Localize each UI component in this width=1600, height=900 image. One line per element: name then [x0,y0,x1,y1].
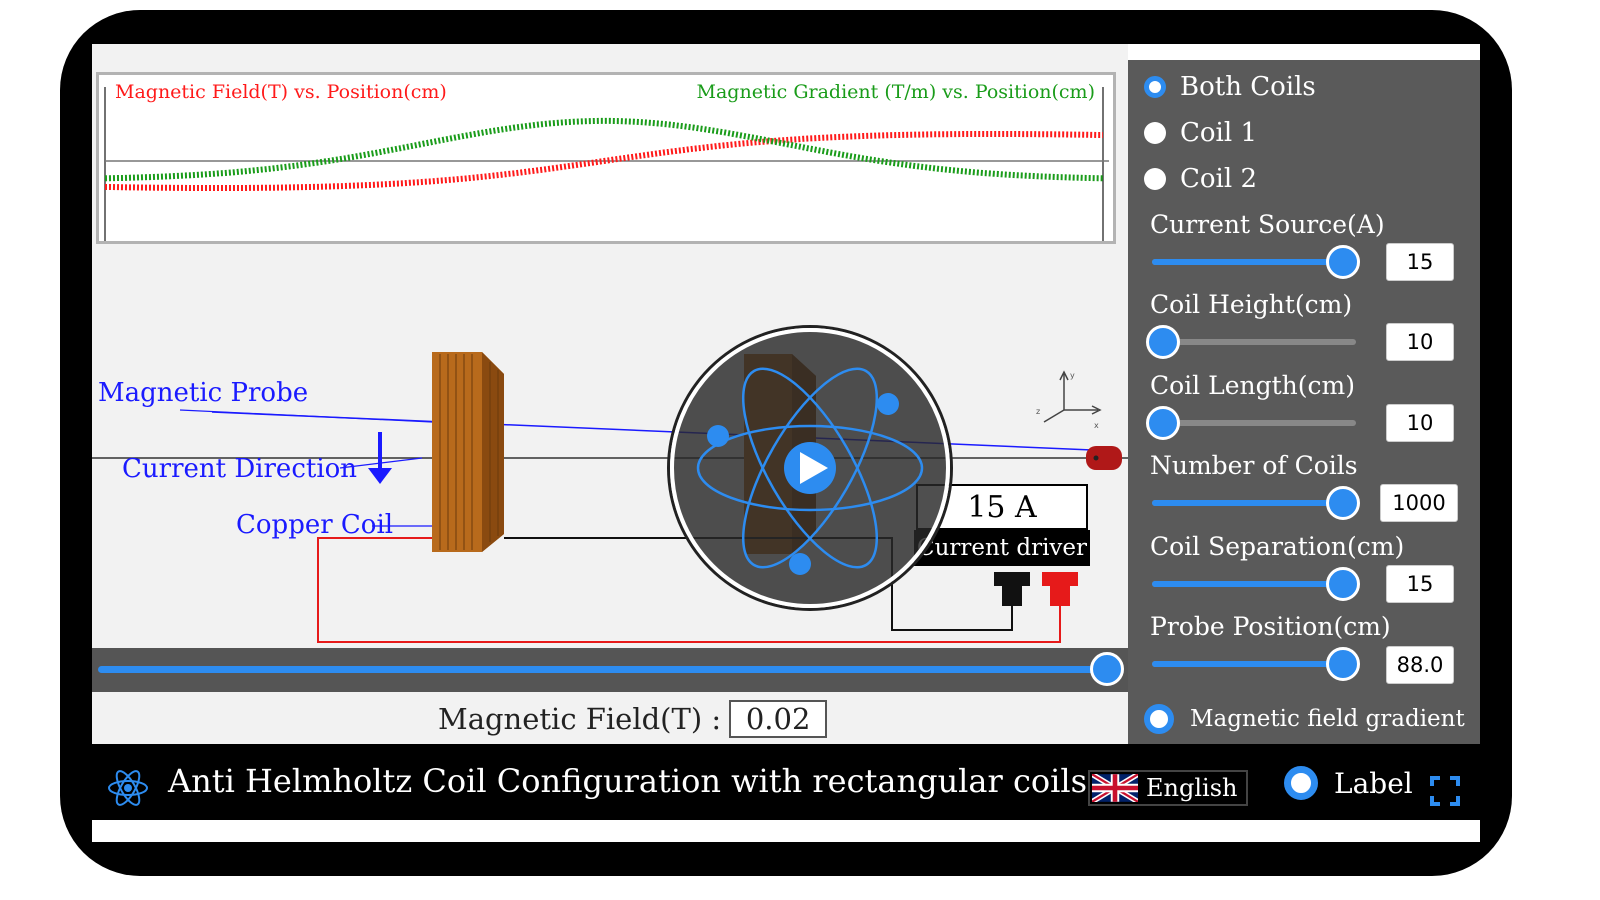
atom-logo-icon [108,770,148,806]
red-wire [317,537,1061,643]
number-of-coils-label: Number of Coils [1150,451,1358,480]
slider-knob[interactable] [1326,647,1360,681]
magnetic-field-readout: Magnetic Field(T) :0.02 [438,700,828,738]
probe-pointer [179,409,433,423]
probe-position-slider[interactable] [1090,652,1124,686]
radio-label: Coil 1 [1180,118,1257,148]
atom-play-icon [696,367,924,575]
axis-label-y: y [1070,371,1075,380]
probe-position-value[interactable]: 88.0 [1386,646,1454,684]
coil-height-label: Coil Height(cm) [1150,290,1353,319]
probe-position-panel-slider[interactable] [1152,647,1360,681]
coil-separation-slider[interactable] [1152,567,1360,601]
axis-label-x: x [1094,421,1099,430]
language-selector[interactable]: English [1088,770,1248,806]
gradient-toggle-label: Magnetic field gradient [1190,706,1465,732]
field-graph-title: Magnetic Field(T) vs. Position(cm) [115,81,447,103]
radio-coil-1[interactable]: Coil 1 [1144,118,1257,148]
axes-gizmo-icon [1043,370,1102,423]
label-radio-indicator[interactable] [1284,766,1318,800]
fullscreen-icon[interactable] [1430,776,1460,806]
field-graph: Magnetic Field(T) vs. Position(cm) Magne… [96,72,1116,244]
coil-length-label: Coil Length(cm) [1150,371,1355,400]
simulation-screen: Magnetic Field(T) vs. Position(cm) Magne… [92,44,1480,842]
radio-indicator[interactable] [1144,168,1166,190]
slider-fill [1152,500,1343,506]
simulation-title: Anti Helmholtz Coil Configuration with r… [168,762,1088,800]
coil-height-value[interactable]: 10 [1386,323,1454,361]
radio-coil-2[interactable]: Coil 2 [1144,164,1257,194]
number-of-coils-value[interactable]: 1000 [1380,484,1458,522]
slider-fill [1152,581,1343,587]
coil-length-value[interactable]: 10 [1386,404,1454,442]
slider-knob[interactable] [1326,486,1360,520]
simulation-area: Magnetic Field(T) vs. Position(cm) Magne… [92,44,1128,744]
magnetic-probe-head[interactable] [1086,446,1122,470]
probe-position-fill [98,666,1110,673]
radio-both-coils[interactable]: Both Coils [1144,72,1316,102]
magnetic-field-value: 0.02 [729,700,828,738]
black-terminal [994,572,1030,606]
red-terminal [1042,572,1078,606]
control-panel: Both Coils Coil 1 Coil 2 Current Source(… [1128,60,1480,744]
current-direction-label: Current Direction [122,454,358,484]
radio-indicator[interactable] [1144,122,1166,144]
coil-separation-label: Coil Separation(cm) [1150,532,1405,561]
radio-label: Coil 2 [1180,164,1257,194]
copper-coil-1 [432,352,504,552]
current-source-value[interactable]: 15 [1386,243,1454,281]
slider-knob[interactable] [1146,406,1180,440]
axis-label-z: z [1036,407,1040,416]
language-label: English [1146,774,1238,802]
radio-indicator[interactable] [1144,76,1166,98]
magnetic-field-label: Magnetic Field(T) : [438,702,722,736]
gradient-radio-indicator[interactable] [1144,704,1174,734]
label-toggle-text: Label [1334,766,1413,800]
current-driver-amperage: 15 A [916,484,1088,530]
probe-position-label: Probe Position(cm) [1150,612,1391,641]
coil-separation-value[interactable]: 15 [1386,565,1454,603]
graph-plot [104,87,1109,241]
magnetic-field-curve [105,131,1103,191]
slider-knob[interactable] [1146,325,1180,359]
slider-knob[interactable] [1326,567,1360,601]
number-of-coils-slider[interactable] [1152,486,1360,520]
coil-length-slider[interactable] [1146,406,1356,440]
uk-flag-icon [1092,774,1138,802]
slider-fill [1152,661,1343,667]
coil-height-slider[interactable] [1146,325,1356,359]
current-source-slider[interactable] [1152,245,1360,279]
radio-label: Both Coils [1180,72,1316,102]
current-source-label: Current Source(A) [1150,210,1385,239]
play-overlay[interactable] [670,328,950,608]
magnetic-probe-label: Magnetic Probe [98,378,309,408]
copper-coil-label: Copper Coil [236,510,394,540]
slider-knob[interactable] [1326,245,1360,279]
gradient-graph-title: Magnetic Gradient (T/m) vs. Position(cm) [696,81,1095,103]
slider-fill [1152,259,1343,265]
magnetic-field-gradient-toggle[interactable]: Magnetic field gradient [1144,704,1465,734]
current-direction-arrow [368,432,392,484]
label-toggle[interactable]: Label [1284,766,1413,800]
current-driver-label: Current driver [914,530,1090,566]
bottom-bar: Anti Helmholtz Coil Configuration with r… [92,744,1480,820]
